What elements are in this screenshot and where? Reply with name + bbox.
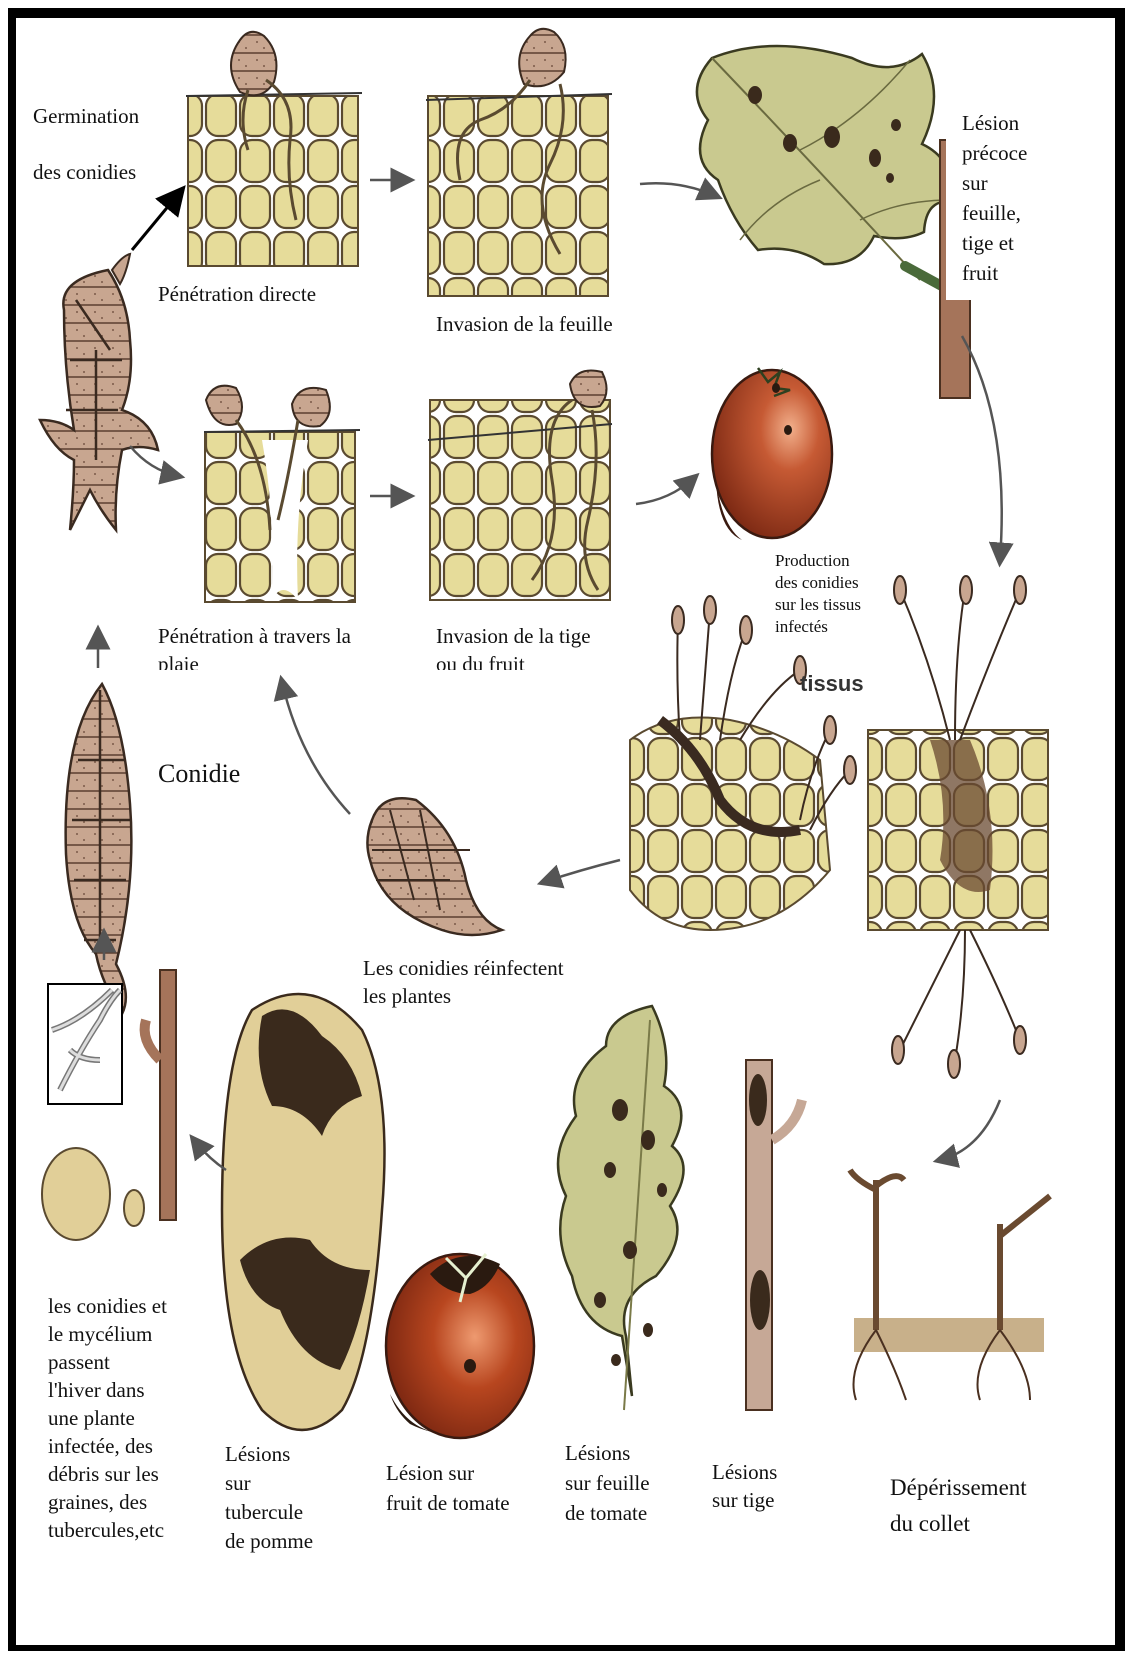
label-line: Lésions <box>565 1438 650 1468</box>
label-penetration-directe: Pénétration directe <box>158 278 316 310</box>
label-invasion-feuille: Invasion de la feuille <box>436 308 613 340</box>
potato-tuber <box>222 994 385 1430</box>
label-line: les plantes <box>363 982 564 1010</box>
label-line: plaie <box>158 650 351 670</box>
label-line: du collet <box>890 1506 1027 1542</box>
sporulating-tissue-large <box>868 576 1048 1078</box>
label-line: débris sur les <box>48 1460 167 1488</box>
label-line: les conidies et <box>48 1292 167 1320</box>
label-line: Lésions <box>225 1440 313 1469</box>
label-line: des conidies <box>775 572 861 594</box>
label-line: ou du fruit <box>436 650 591 670</box>
label-reinfection: Les conidies réinfectent les plantes <box>363 954 564 1010</box>
label-line: fruit <box>962 258 1027 288</box>
label-line: Les conidies réinfectent <box>363 954 564 982</box>
tomato-fruit <box>712 368 832 540</box>
label-line: tige et <box>962 228 1027 258</box>
black-arrow-germination <box>132 192 180 250</box>
label-line: Dépérissement <box>890 1470 1027 1506</box>
label-line: précoce <box>962 138 1027 168</box>
label-overwintering: les conidies et le mycélium passent l'hi… <box>48 1292 167 1544</box>
label-line: tubercule <box>225 1498 313 1527</box>
reinfecting-conidium <box>367 798 502 935</box>
cells-direct-penetration <box>186 32 362 266</box>
label-line: feuille, <box>962 198 1027 228</box>
label-lesions-tubercule: Lésions sur tubercule de pomme <box>225 1440 313 1556</box>
cells-wound-penetration <box>204 386 360 602</box>
conidium-left <box>66 684 132 1014</box>
label-line: Production <box>775 550 861 572</box>
cells-stem-fruit-invasion <box>428 371 612 601</box>
label-production-conidies: Production des conidies sur les tissus i… <box>775 550 861 638</box>
label-line: Lésion sur <box>386 1458 510 1488</box>
label-line: sur feuille <box>565 1468 650 1498</box>
label-line: de tomate <box>565 1498 650 1528</box>
label-line: sur les tissus <box>775 594 861 616</box>
damping-off-seedlings <box>850 1170 1050 1400</box>
label-line: graines, des <box>48 1488 167 1516</box>
label-line: sur <box>962 168 1027 198</box>
label-penetration-plaie: Pénétration à travers la plaie <box>158 622 351 670</box>
label-line: Lésion <box>962 108 1027 138</box>
tomato-leaf-lesions <box>558 1006 684 1410</box>
germinating-conidium <box>40 254 158 530</box>
label-line: Pénétration à travers la <box>158 622 351 650</box>
label-line: Invasion de la tige <box>436 622 591 650</box>
label-line: tubercules,etc <box>48 1516 167 1544</box>
label-line: passent <box>48 1348 167 1376</box>
label-conidie: Conidie <box>158 758 240 790</box>
label-line: sur tige <box>712 1486 777 1514</box>
overwintering-mycelium-inset <box>42 970 176 1240</box>
label-lesion-precoce: Lésion précoce sur feuille, tige et frui… <box>962 108 1027 288</box>
label-line: le mycélium <box>48 1320 167 1348</box>
label-invasion-tige: Invasion de la tige ou du fruit <box>436 622 591 670</box>
label-line: infectée, des <box>48 1432 167 1460</box>
label-tissus: tissus <box>800 668 864 700</box>
label-deperissement: Dépérissement du collet <box>890 1470 1027 1542</box>
label-line: infectés <box>775 616 861 638</box>
label-line: Germination <box>33 88 139 144</box>
label-lesion-fruit: Lésion sur fruit de tomate <box>386 1458 510 1518</box>
stem-lesion <box>746 1060 802 1410</box>
leaf-early-lesion <box>697 46 970 398</box>
label-line: l'hiver dans <box>48 1376 167 1404</box>
label-line: sur <box>225 1469 313 1498</box>
label-line: fruit de tomate <box>386 1488 510 1518</box>
label-lesions-feuille: Lésions sur feuille de tomate <box>565 1438 650 1528</box>
label-line: Lésions <box>712 1458 777 1486</box>
label-germination: Germination des conidies <box>33 88 139 200</box>
label-line: de pomme <box>225 1527 313 1556</box>
cells-leaf-invasion <box>426 29 612 296</box>
label-line: une plante <box>48 1404 167 1432</box>
label-lesions-tige: Lésions sur tige <box>712 1458 777 1514</box>
label-line: des conidies <box>33 144 139 200</box>
tomato-fruit-lesion <box>386 1254 534 1438</box>
